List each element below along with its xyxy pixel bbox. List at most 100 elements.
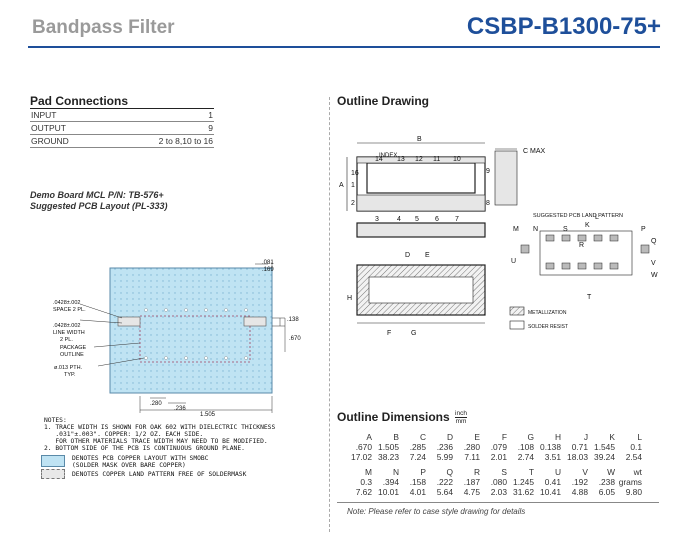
dim-cell: 31.62	[513, 487, 534, 497]
index-label: INDEX	[379, 153, 397, 159]
pad-name: INPUT	[30, 108, 107, 122]
pad-value: 2 to 8,10 to 16	[106, 134, 214, 148]
dim-cell: .192	[571, 477, 588, 487]
unit-mm: mm	[455, 418, 467, 426]
demo-board-label: Demo Board MCL P/N: TB-576+	[30, 190, 164, 200]
dim-cell: .158	[409, 477, 426, 487]
dim-cell: 4.01	[409, 487, 426, 497]
dim-cell: U	[554, 467, 561, 477]
left-pin-16: 16	[351, 170, 359, 177]
dim-cell: A	[366, 432, 372, 442]
via-row	[144, 308, 248, 360]
pth-label-2: TYP.	[64, 372, 76, 378]
outline-label-e: E	[425, 252, 430, 259]
dim-cell: R	[473, 467, 480, 477]
land-pattern-title: SUGGESTED PCB LAND PATTERN	[533, 213, 623, 219]
outline-label-v: V	[651, 260, 656, 267]
pad-name: GROUND	[30, 134, 107, 148]
legend-land-swatch	[41, 469, 65, 479]
pcb-board	[109, 267, 273, 394]
dim-cell: 1.245	[513, 477, 534, 487]
dim-cell: 4.75	[463, 487, 480, 497]
left-pin-1: 1	[351, 182, 355, 189]
pcb-layout-label: Suggested PCB Layout (PL-333)	[30, 201, 168, 211]
dim-cell: .080	[490, 477, 507, 487]
dim-cell: .108	[517, 442, 534, 452]
table-row: GROUND 2 to 8,10 to 16	[30, 134, 214, 148]
dim-cell: 9.80	[625, 487, 642, 497]
dim-cell: J	[583, 432, 588, 442]
bottom-pin-3: 3	[375, 216, 379, 223]
space-label-2: SPACE 2 PL.	[53, 307, 86, 313]
bottom-pin-5: 5	[415, 216, 419, 223]
dim-138: .138	[287, 317, 299, 323]
unit-inch: inch	[455, 410, 467, 419]
dim-cell: wt	[633, 467, 642, 477]
dim-cell: S	[501, 467, 507, 477]
dim-cell: 3.51	[544, 452, 561, 462]
dim-cell: F	[501, 432, 507, 442]
dim-236: .236	[174, 406, 186, 412]
bottom-pin-7: 7	[455, 216, 459, 223]
dim-cell: 2.54	[625, 452, 642, 462]
pth-label-1: ø.013 PTH.	[54, 365, 83, 371]
dim-cell: 0.3	[360, 477, 372, 487]
dim-cell: 0.41	[544, 477, 561, 487]
package-label-1: PACKAGE	[60, 345, 87, 351]
outline-dimensions-title: Outline Dimensions inch mm	[337, 410, 467, 425]
dim-cell: 18.03	[567, 452, 588, 462]
outline-label-s: S	[563, 226, 568, 233]
dim-cell: .187	[463, 477, 480, 487]
dim-169: .169	[262, 267, 274, 273]
pad-connections-title: Pad Connections	[30, 94, 129, 108]
dim-cell: 17.02	[351, 452, 372, 462]
header-divider	[28, 46, 660, 48]
dim-cell: E	[474, 432, 480, 442]
dim-cell: .236	[436, 442, 453, 452]
product-type-title: Bandpass Filter	[32, 17, 175, 38]
outline-label-r: R	[579, 242, 584, 249]
dim-670: .670	[289, 336, 301, 342]
column-divider	[329, 97, 330, 532]
legend-pcb-text: DENOTES PCB COPPER LAYOUT WITH SMOBC (SO…	[72, 455, 209, 469]
left-pin-2: 2	[351, 200, 355, 207]
dim-cell: .285	[409, 442, 426, 452]
outline-label-m: M	[513, 226, 519, 233]
table-row: OUTPUT 9	[30, 121, 214, 135]
dim-cell: G	[527, 432, 534, 442]
dim-cell: T	[528, 467, 534, 477]
dim-cell: .238	[598, 477, 615, 487]
outline-label-l: L	[595, 214, 599, 221]
dim-081: .081	[262, 260, 274, 266]
dim-cell: 1.545	[594, 442, 615, 452]
dim-cell: M	[365, 467, 372, 477]
outline-label-b: B	[417, 136, 422, 143]
note-2: 2. BOTTOM SIDE OF THE PCB IS CONTINUOUS …	[44, 445, 245, 452]
dim-cell: 2.01	[490, 452, 507, 462]
pcb-layout-drawing: .081 .169 .138 .670 .280 .236 1.505 .042…	[53, 260, 301, 418]
model-number: CSBP-B1300-75+	[466, 13, 661, 40]
outline-drawing: B A INDEX C MAX 14 13 12 11 10 3 4 5 6 7…	[339, 136, 658, 337]
dim-cell: 39.24	[594, 452, 615, 462]
package-outline-shape	[139, 315, 251, 363]
package-label-2: OUTLINE	[60, 352, 84, 358]
dim-cell: 5.64	[436, 487, 453, 497]
dim-cell: .079	[490, 442, 507, 452]
space-label-1: .0428±.002	[53, 300, 81, 306]
right-pin-8: 8	[486, 200, 490, 207]
dim-cell: C	[419, 432, 426, 442]
units-fraction: inch mm	[455, 410, 467, 425]
c-max-label: C MAX	[523, 148, 546, 155]
outline-label-h: H	[347, 295, 352, 302]
outline-label-d: D	[405, 252, 410, 259]
pad-value: 1	[106, 108, 214, 122]
dim-cell: 2.03	[490, 487, 507, 497]
dim-cell: 1.505	[378, 442, 399, 452]
outline-label-q: Q	[651, 238, 657, 245]
line-label-2: LINE WIDTH	[53, 330, 85, 336]
bottom-pin-6: 6	[435, 216, 439, 223]
